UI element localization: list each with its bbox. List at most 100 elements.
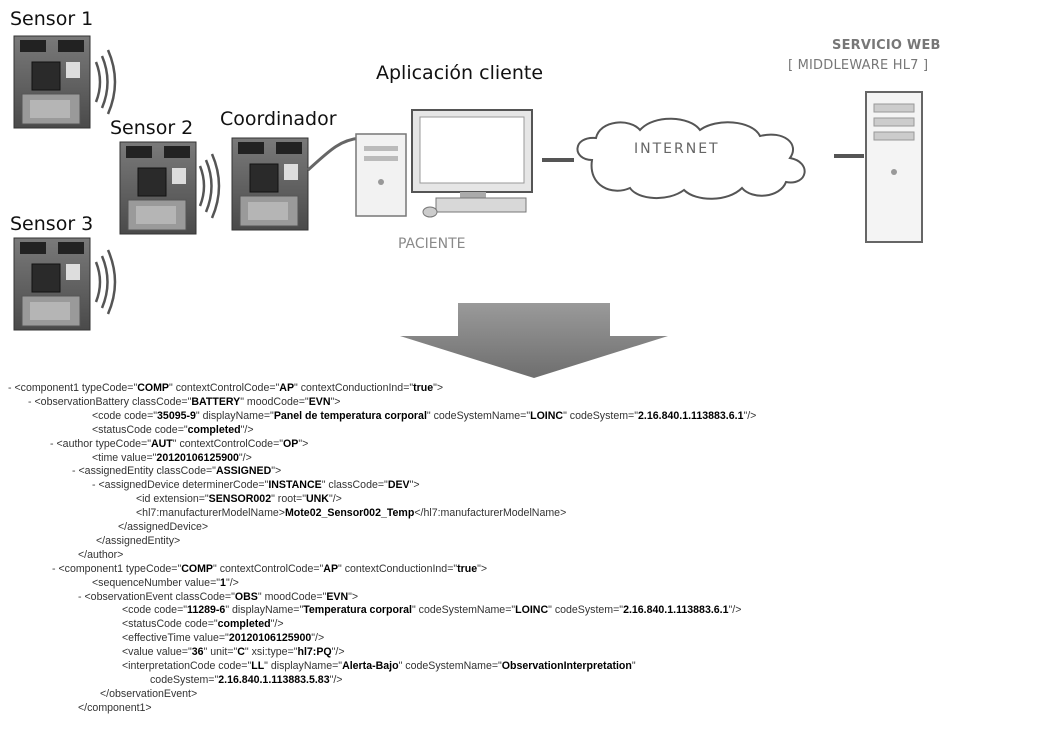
xml-markup: " xsi:type="	[244, 646, 298, 658]
internet-cloud-icon	[576, 117, 806, 200]
xml-markup: ">	[409, 479, 420, 491]
xml-markup: <hl7:manufacturerModelName>	[136, 507, 285, 519]
sensor1-wireless-icon	[94, 49, 117, 115]
xml-collapse-marker[interactable]: -	[8, 382, 15, 394]
xml-markup: " displayName="	[264, 660, 343, 672]
client-computer-icon	[355, 109, 533, 218]
xml-value: EVN	[326, 591, 349, 603]
sensor3-label: Sensor 3	[10, 213, 94, 235]
xml-value: UNK	[306, 493, 329, 505]
xml-value: Mote02_Sensor002_Temp	[284, 507, 415, 519]
xml-line: <id extension="SENSOR002" root="UNK"/>	[136, 493, 342, 506]
xml-markup: <component1 typeCode="	[14, 382, 138, 394]
xml-value: 2.16.840.1.113883.5.83	[218, 674, 330, 686]
xml-markup: " displayName="	[195, 410, 274, 422]
xml-line: </assignedDevice>	[118, 521, 208, 534]
xml-line: - <component1 typeCode="COMP" contextCon…	[8, 382, 443, 395]
xml-markup: " codeSystem="	[548, 604, 624, 616]
transform-down-arrow	[400, 303, 668, 378]
xml-markup: codeSystem="	[150, 674, 219, 686]
xml-collapse-marker[interactable]: -	[72, 465, 79, 477]
xml-markup: ">	[298, 438, 309, 450]
xml-line: <hl7:manufacturerModelName>Mote02_Sensor…	[136, 507, 566, 520]
xml-value: 20120106125900	[228, 632, 312, 644]
xml-markup: ">	[477, 563, 488, 575]
xml-markup: ">	[348, 591, 359, 603]
xml-line: <statusCode code="completed"/>	[122, 618, 284, 631]
xml-markup: </hl7:manufacturerModelName>	[414, 507, 567, 519]
xml-collapse-marker[interactable]: -	[92, 479, 99, 491]
xml-line: <code code="11289-6" displayName="Temper…	[122, 604, 741, 617]
xml-markup: "/>	[728, 604, 742, 616]
coordinator-mote-icon	[231, 137, 309, 231]
xml-markup: <author typeCode="	[56, 438, 151, 450]
xml-value: completed	[217, 618, 271, 630]
xml-value: Alerta-Bajo	[342, 660, 399, 672]
xml-markup: <interpretationCode code="	[122, 660, 252, 672]
xml-markup: <observationEvent classCode="	[84, 591, 235, 603]
xml-collapse-marker[interactable]: -	[78, 591, 85, 603]
xml-value: AP	[323, 563, 339, 575]
client-app-label: Aplicación cliente	[376, 62, 544, 84]
xml-value: 2.16.840.1.113883.6.1	[638, 410, 744, 422]
xml-collapse-marker[interactable]: -	[52, 563, 59, 575]
sensor3-mote-icon	[13, 237, 91, 331]
xml-markup: " codeSystemName="	[398, 660, 502, 672]
xml-markup: " root="	[271, 493, 306, 505]
xml-collapse-marker[interactable]: -	[50, 438, 57, 450]
xml-value: ObservationInterpretation	[501, 660, 632, 672]
web-service-label: SERVICIO WEB	[832, 38, 941, 53]
xml-markup: <id extension="	[136, 493, 209, 505]
xml-value: completed	[187, 424, 241, 436]
xml-markup: ">	[271, 465, 282, 477]
xml-markup: <time value="	[92, 452, 157, 464]
xml-markup: " contextControlCode="	[172, 438, 284, 450]
xml-markup: <sequenceNumber value="	[92, 577, 221, 589]
xml-value: BATTERY	[191, 396, 241, 408]
xml-markup: <code code="	[92, 410, 158, 422]
sensor2-wireless-icon	[198, 153, 221, 219]
xml-markup: "	[631, 660, 636, 672]
xml-line: <time value="20120106125900"/>	[92, 452, 252, 465]
xml-markup: " codeSystemName="	[426, 410, 531, 422]
xml-line: - <observationEvent classCode="OBS" mood…	[78, 591, 358, 604]
sensor2-mote-icon	[119, 141, 197, 235]
xml-markup: " moodCode="	[257, 591, 327, 603]
xml-value: LL	[251, 660, 265, 672]
xml-markup: "/>	[329, 674, 343, 686]
xml-markup: " moodCode="	[240, 396, 309, 408]
xml-markup: " contextControlCode="	[213, 563, 324, 575]
xml-value: LOINC	[530, 410, 564, 422]
xml-line: <effectiveTime value="20120106125900"/>	[122, 632, 324, 645]
xml-markup: "/>	[311, 632, 325, 644]
internet-label: INTERNET	[634, 141, 720, 157]
xml-collapse-marker[interactable]: -	[28, 396, 35, 408]
xml-value: 36	[191, 646, 204, 658]
xml-line: - <component1 typeCode="COMP" contextCon…	[52, 563, 487, 576]
xml-value: SENSOR002	[208, 493, 272, 505]
xml-value: true	[457, 563, 478, 575]
xml-markup: " codeSystemName="	[411, 604, 516, 616]
xml-value: 35095-9	[157, 410, 196, 422]
coordinator-usb-cable	[306, 136, 361, 172]
xml-line: - <assignedEntity classCode="ASSIGNED">	[72, 465, 281, 478]
xml-markup: <value value="	[122, 646, 192, 658]
xml-value: 11289-6	[187, 604, 226, 616]
xml-markup: ">	[433, 382, 444, 394]
xml-markup: "/>	[238, 452, 252, 464]
xml-line: <sequenceNumber value="1"/>	[92, 577, 239, 590]
xml-markup: " contextConductionInd="	[294, 382, 414, 394]
xml-line: </component1>	[78, 702, 152, 715]
xml-markup: "/>	[270, 618, 284, 630]
xml-value: C	[237, 646, 245, 658]
coordinator-label: Coordinador	[220, 108, 337, 130]
xml-value: INSTANCE	[268, 479, 322, 491]
sensor2-label: Sensor 2	[110, 117, 194, 139]
xml-line: - <assignedDevice determinerCode="INSTAN…	[92, 479, 420, 492]
xml-line: </author>	[78, 549, 123, 562]
xml-markup: " unit="	[203, 646, 238, 658]
xml-markup: <effectiveTime value="	[122, 632, 229, 644]
sensor3-wireless-icon	[94, 249, 117, 315]
xml-value: ASSIGNED	[215, 465, 272, 477]
architecture-diagram	[13, 35, 923, 378]
